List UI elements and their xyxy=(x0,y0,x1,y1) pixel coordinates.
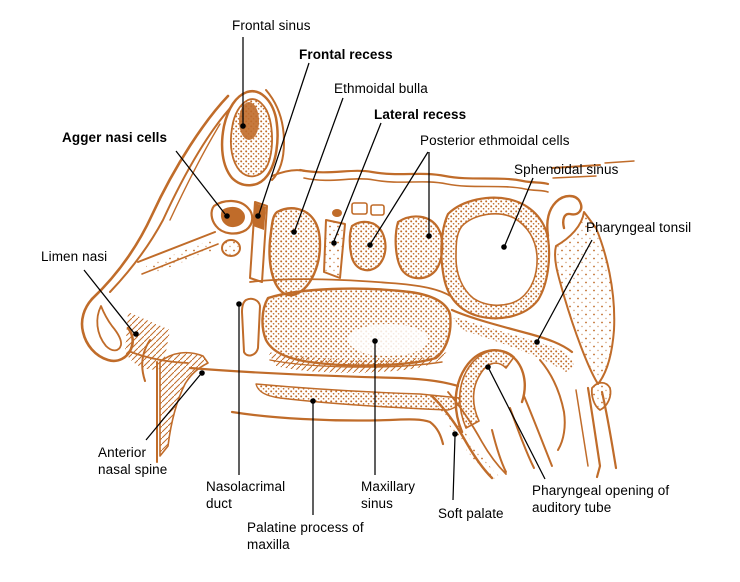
nose-dorsum xyxy=(90,94,235,301)
leader-anterior-nasal-spine xyxy=(145,370,205,441)
nasopharynx xyxy=(450,308,574,473)
label-pharyngeal-opening: Pharyngeal opening of auditory tube xyxy=(532,483,670,515)
lateral-recess-shape xyxy=(323,219,346,279)
label-ethmoidal-bulla: Ethmoidal bulla xyxy=(334,81,428,96)
line-art xyxy=(80,89,635,480)
sphenoidal-sinus-shape xyxy=(440,196,551,320)
leader-posterior-ethmoidal-cells xyxy=(367,151,432,248)
leader-limen-nasi xyxy=(83,269,139,337)
label-lateral-recess: Lateral recess xyxy=(374,107,467,122)
label-frontal-sinus: Frontal sinus xyxy=(232,18,311,33)
leader-nasolacrimal-duct xyxy=(236,301,242,475)
label-pharyngeal-tonsil: Pharyngeal tonsil xyxy=(586,220,692,235)
leader-frontal-sinus xyxy=(240,37,246,129)
nose-tip xyxy=(80,297,189,382)
leader-agger-nasi-cells xyxy=(175,150,230,219)
label-frontal-recess: Frontal recess xyxy=(299,47,393,62)
leader-maxillary-sinus xyxy=(372,338,378,475)
small-ethmoid-cells xyxy=(332,202,385,217)
maxilla-frontal-process xyxy=(137,231,219,275)
leader-pharyngeal-opening xyxy=(485,364,546,480)
agger-nasi-cell-shape xyxy=(210,199,254,257)
leader-lateral-recess xyxy=(331,122,382,246)
premaxilla xyxy=(156,351,209,463)
hard-palate xyxy=(188,366,461,446)
label-limen-nasi: Limen nasi xyxy=(41,249,108,264)
pharyngeal-wall xyxy=(575,381,618,479)
leader-ethmoidal-bulla xyxy=(291,97,344,235)
leader-sphenoidal-sinus xyxy=(501,177,534,250)
label-sphenoidal-sinus: Sphenoidal sinus xyxy=(514,162,619,177)
leader-lines xyxy=(83,37,593,515)
sphenoid-clivus xyxy=(546,194,616,385)
skull-base xyxy=(298,160,635,193)
nasolacrimal-duct-shape xyxy=(241,297,261,357)
middle-meatus-line xyxy=(249,278,453,298)
leader-palatine-process xyxy=(310,398,316,515)
label-nasolacrimal-duct: Nasolacrimal duct xyxy=(206,479,286,511)
ethmoidal-bulla-shape xyxy=(268,207,322,297)
label-anterior-nasal-spine: Anterior nasal spine xyxy=(98,445,168,477)
maxillary-sinus-shape xyxy=(261,287,452,367)
frontal-sinus-shape xyxy=(220,89,306,187)
label-soft-palate: Soft palate xyxy=(438,506,504,521)
label-agger-nasi-cells: Agger nasi cells xyxy=(62,130,168,145)
label-palatine-process: Palatine process of maxilla xyxy=(247,520,364,552)
leader-frontal-recess xyxy=(255,62,310,219)
label-posterior-ethmoidal-cells: Posterior ethmoidal cells xyxy=(420,133,570,148)
soft-palate-shape xyxy=(430,391,507,480)
inferior-meatus xyxy=(268,352,448,373)
label-maxillary-sinus: Maxillary sinus xyxy=(361,479,416,511)
leader-soft-palate xyxy=(452,431,458,501)
leader-pharyngeal-tonsil xyxy=(534,239,593,345)
